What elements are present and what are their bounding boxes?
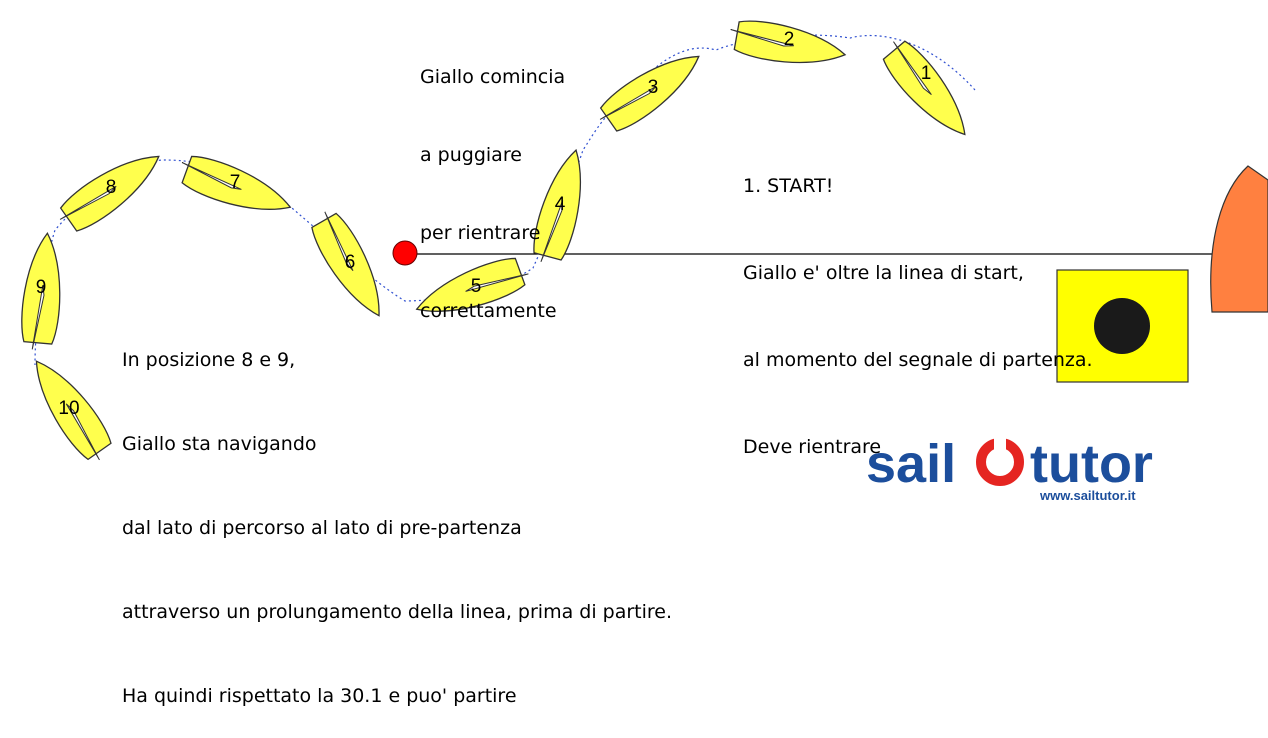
note-line: 1. START! bbox=[743, 175, 834, 197]
sailtutor-logo: sail tutor www.sailtutor.it bbox=[866, 434, 1153, 503]
boat-number-5: 5 bbox=[471, 276, 482, 297]
boat-6 bbox=[311, 211, 380, 317]
boat-number-3: 3 bbox=[648, 77, 659, 98]
boat-sail bbox=[730, 29, 794, 47]
note-line: Deve rientrare bbox=[743, 436, 882, 458]
boat-2 bbox=[730, 20, 847, 64]
boat-sail bbox=[893, 41, 932, 96]
boat-hull bbox=[415, 257, 526, 312]
boat-sail bbox=[540, 200, 564, 263]
boat-8 bbox=[59, 155, 160, 232]
boat-4 bbox=[533, 148, 581, 263]
boat-sail bbox=[324, 211, 354, 271]
note-line: al momento del segnale di partenza. bbox=[743, 349, 1093, 371]
boat-number-4: 4 bbox=[555, 194, 566, 215]
boat-number-8: 8 bbox=[106, 177, 117, 198]
boat-number-7: 7 bbox=[230, 172, 241, 193]
note-line: a puggiare bbox=[420, 144, 522, 166]
note-line: In posizione 8 e 9, bbox=[122, 349, 296, 371]
logo-text-left: sail bbox=[866, 434, 956, 494]
boat-1 bbox=[882, 40, 966, 136]
boat-hull bbox=[533, 148, 581, 261]
boat-number-6: 6 bbox=[345, 252, 356, 273]
boat-hull bbox=[733, 20, 847, 64]
boat-sail bbox=[59, 185, 117, 220]
note-line: correttamente bbox=[420, 300, 557, 322]
diagram-canvas: 1 2 3 4 5 6 7 8 9 10 bbox=[21, 20, 1268, 503]
logo-url: www.sailtutor.it bbox=[1039, 488, 1136, 503]
note-line: Ha quindi rispettato la 30.1 e puo' part… bbox=[122, 685, 517, 707]
flag-disc bbox=[1094, 298, 1150, 354]
boat-sail bbox=[181, 162, 242, 190]
note-start: 1. START! Giallo e' oltre la linea di st… bbox=[743, 114, 1093, 491]
boat-10 bbox=[35, 360, 112, 461]
boat-number-2: 2 bbox=[784, 29, 795, 50]
boat-9 bbox=[21, 232, 61, 350]
boat-number-1: 1 bbox=[921, 63, 932, 84]
committee-boat bbox=[1210, 165, 1268, 313]
boat-sail bbox=[31, 284, 45, 350]
boat-sail bbox=[599, 85, 657, 120]
note-prolungamento: In posizione 8 e 9, Giallo sta navigando… bbox=[122, 290, 672, 738]
note-line: per rientrare bbox=[420, 222, 541, 244]
boat-sail bbox=[65, 403, 100, 461]
note-line: Giallo sta navigando bbox=[122, 433, 317, 455]
logo-text-right: tutor bbox=[1030, 434, 1153, 494]
pin-buoy bbox=[392, 240, 418, 266]
boat-5 bbox=[415, 257, 529, 312]
boat-number-9: 9 bbox=[36, 277, 47, 298]
note-line: attraverso un prolungamento della linea,… bbox=[122, 601, 673, 623]
boat-hull bbox=[311, 212, 380, 317]
logo-ring-gap bbox=[994, 438, 1006, 452]
note-line: Giallo comincia bbox=[420, 66, 566, 88]
note-line: dal lato di percorso al lato di pre-part… bbox=[122, 517, 522, 539]
note-puggiare: Giallo comincia a puggiare per rientrare… bbox=[420, 12, 565, 350]
boat-number-10: 10 bbox=[58, 398, 79, 419]
boat-hull bbox=[21, 232, 61, 345]
boat-3 bbox=[599, 55, 700, 132]
boat-7 bbox=[181, 155, 292, 210]
boat-sail bbox=[465, 273, 529, 292]
boat-hull bbox=[181, 155, 292, 210]
note-line: Giallo e' oltre la linea di start, bbox=[743, 262, 1024, 284]
